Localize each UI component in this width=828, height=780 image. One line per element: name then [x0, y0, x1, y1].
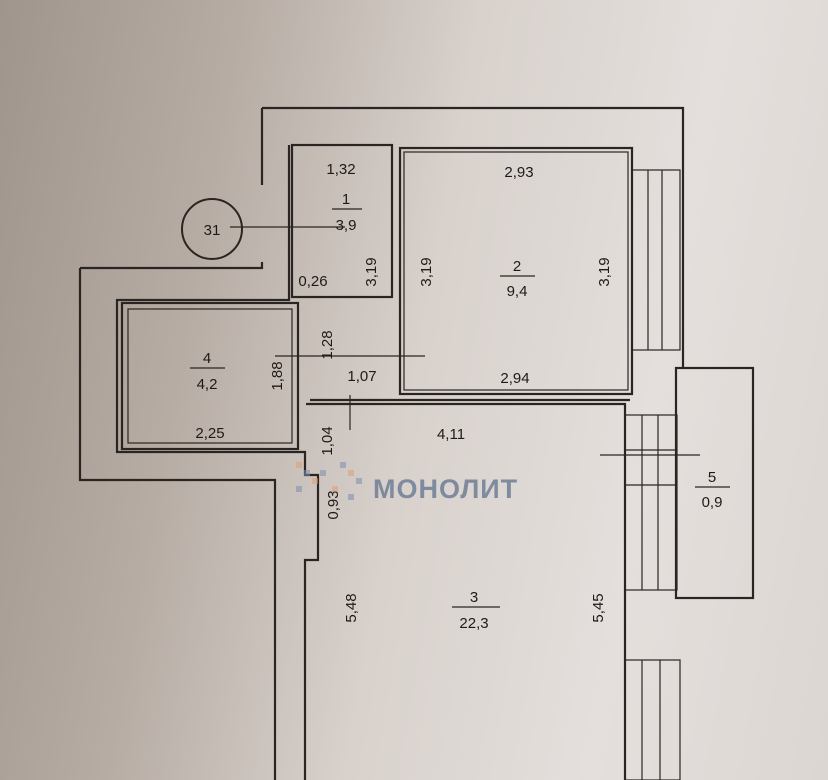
apartment-number: 31: [204, 222, 221, 239]
room-5-balcony: [674, 366, 755, 600]
dim-r3-left: 5,48: [343, 593, 360, 622]
dim-r4-height: 1,88: [269, 361, 286, 390]
dim-r2-right: 3,19: [596, 257, 613, 286]
window-room-3-lower: [624, 659, 681, 780]
room-1-outline: [290, 143, 394, 299]
dim-r2-bottom: 2,94: [500, 370, 529, 387]
dim-corridor-1-28: 1,28: [319, 330, 336, 359]
room-2-inner: [403, 151, 629, 391]
dim-r3-door: 1,04: [319, 426, 336, 455]
room-2-number: 2: [513, 258, 521, 275]
room-2-area: 9,4: [507, 283, 528, 300]
dim-r1-height: 3,19: [363, 257, 380, 286]
dim-r2-top: 2,93: [504, 164, 533, 181]
watermark-logo-icon: [296, 462, 362, 500]
dim-corridor-1-07: 1,07: [347, 368, 376, 385]
window-room-3-upper: [624, 414, 678, 591]
room-3-number: 3: [470, 589, 478, 606]
room-3-outline: [306, 398, 630, 780]
window-room-2: [631, 169, 681, 351]
room-4-outline: [120, 301, 300, 451]
room-5-area: 0,9: [702, 494, 723, 511]
dim-r2-left: 3,19: [418, 257, 435, 286]
room-1-area: 3,9: [336, 217, 357, 234]
apartment-number-circle: [181, 198, 243, 260]
room-4-inner: [127, 308, 293, 444]
room-1-number: 1: [342, 191, 350, 208]
dim-r3-niche: 0,93: [325, 490, 342, 519]
dim-r3-top: 4,11: [437, 426, 465, 443]
room-4-area: 4,2: [197, 376, 218, 393]
inner-wall-left: [115, 145, 320, 780]
dim-r1-width: 1,32: [326, 161, 355, 178]
room-5-number: 5: [708, 469, 716, 486]
dim-r3-right: 5,45: [590, 593, 607, 622]
dimension-lines: [230, 226, 700, 456]
watermark-text: МОНОЛИТ: [373, 474, 518, 504]
dim-r1-gap: 0,26: [298, 273, 327, 290]
outer-wall: [78, 106, 685, 780]
room-4-number: 4: [203, 350, 211, 367]
dim-r4-width: 2,25: [195, 425, 224, 442]
room-3-area: 22,3: [459, 615, 488, 632]
